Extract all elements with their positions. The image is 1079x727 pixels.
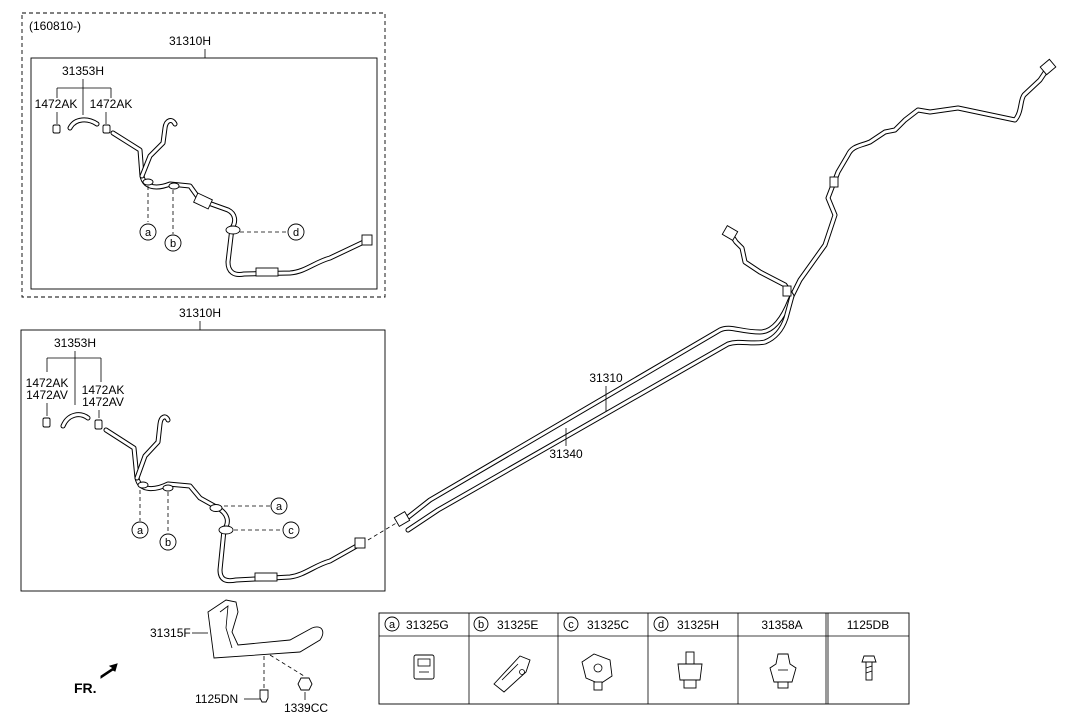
clip-31325E-drawing (493, 655, 531, 693)
main-fuel-lines: 31310 31340 (367, 58, 1057, 541)
table-header-b: b 31325E (473, 616, 538, 632)
clip-31358A-drawing (769, 653, 797, 689)
front-arrow-icon (100, 663, 118, 679)
svg-text:b: b (478, 619, 484, 631)
lower-clip-right-label-1: 1472AK (82, 383, 125, 397)
variant-dashed-frame (21, 12, 386, 298)
table-header-31358A: 31358A (761, 618, 802, 632)
svg-text:a: a (276, 501, 283, 513)
upper-callout-d (287, 223, 305, 241)
svg-text:a: a (145, 227, 152, 239)
lower-callout-a (131, 521, 149, 539)
svg-text:a: a (137, 525, 144, 537)
svg-text:b: b (165, 537, 171, 549)
lower-clip-right (94, 419, 103, 430)
lower-variant-group: 31310H 31353H 1472AK 1472AV 1472AK 1472A… (20, 306, 386, 592)
parts-table: a 31325G b 31325E c 31325C d 31325H 3135… (378, 612, 910, 705)
svg-text:c: c (288, 525, 294, 537)
bolt-label: 1125DN (195, 692, 238, 706)
return-line-label: 31340 (549, 447, 583, 461)
svg-text:d: d (658, 619, 664, 631)
upper-assembly-frame (30, 57, 378, 290)
svg-text:c: c (568, 619, 574, 631)
bracket-label: 31315F (150, 626, 191, 640)
upper-assembly-label: 31310H (169, 34, 211, 48)
upper-clip-left-label: 1472AK (35, 97, 78, 111)
front-direction-indicator: FR. (74, 663, 118, 696)
svg-text:31325C: 31325C (587, 618, 629, 632)
clip-31325C-drawing (581, 653, 613, 691)
table-header-1125DB: 1125DB (847, 618, 889, 632)
nut-1339CC (297, 677, 313, 691)
lower-clip-left-label-1: 1472AK (26, 376, 69, 390)
front-direction-label: FR. (74, 680, 97, 696)
upper-callout-b (164, 234, 182, 252)
upper-variant-group: (160810-) 31310H 31353H 1472AK 1472AK (21, 12, 386, 298)
upper-pipe-assembly (110, 118, 373, 277)
table-header-c: c 31325C (563, 616, 629, 632)
lower-assembly-label: 31310H (179, 306, 221, 320)
clip-31325H-drawing (677, 651, 703, 689)
svg-text:31325E: 31325E (497, 618, 538, 632)
variant-code: (160810-) (29, 19, 81, 33)
upper-clip-right-label: 1472AK (90, 97, 133, 111)
upper-clip-left (52, 124, 61, 134)
lower-callout-c (282, 521, 300, 539)
nut-label: 1339CC (284, 701, 328, 715)
svg-text:31325G: 31325G (406, 618, 449, 632)
lower-clip-left-label-2: 1472AV (26, 388, 68, 402)
table-header-a: a 31325G (384, 616, 449, 632)
lower-hose-label: 31353H (54, 336, 96, 350)
upper-clip-right (102, 124, 111, 134)
svg-text:31325H: 31325H (677, 618, 719, 632)
svg-text:a: a (389, 619, 396, 631)
lower-callout-a2 (270, 497, 288, 515)
lower-clip-right-label-2: 1472AV (82, 395, 124, 409)
feed-line-label: 31310 (589, 371, 623, 385)
lower-pipe-assembly (103, 414, 366, 584)
lower-callout-b (159, 533, 177, 551)
svg-text:d: d (293, 227, 299, 239)
upper-callout-a (139, 223, 157, 241)
svg-text:b: b (170, 238, 176, 250)
bolt-1125DB-drawing (861, 655, 877, 681)
bracket-group: 31315F 1125DN 1339CC (150, 599, 328, 715)
clip-31325G-drawing (413, 654, 435, 680)
lower-clip-left (42, 417, 51, 428)
table-header-d: d 31325H (653, 616, 719, 632)
upper-hose-label: 31353H (62, 64, 104, 78)
lower-assembly-frame (20, 329, 386, 592)
bolt-1125DN (259, 689, 269, 703)
bracket-31315F (207, 599, 324, 659)
